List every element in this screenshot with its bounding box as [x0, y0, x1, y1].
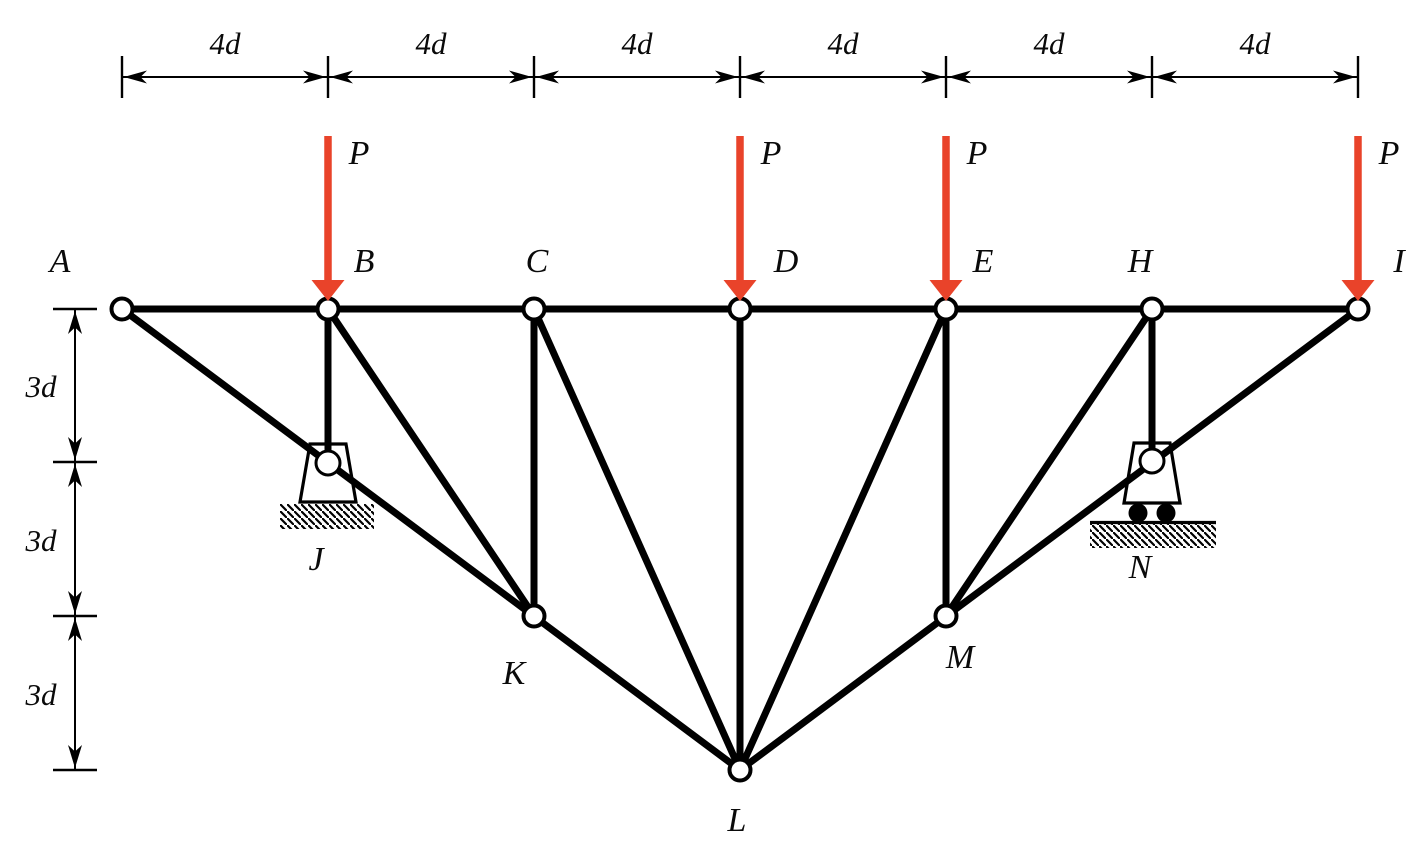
top-dimension: 4d 4d 4d 4d 4d 4d: [120, 26, 1360, 98]
joint-L: [727, 757, 753, 783]
member-diagonal-C-L: [530, 307, 744, 772]
joint-label-B: B: [354, 243, 375, 280]
dimension-label-4d-3: 4d: [828, 26, 860, 61]
joint-A: [109, 296, 135, 322]
load-arrowhead: [1341, 280, 1375, 301]
joint-H: [1139, 296, 1165, 322]
joint-B: [315, 296, 341, 322]
joint-E: [933, 296, 959, 322]
dimension-arrow-right: [921, 70, 944, 84]
dimension-arrow-up: [68, 464, 82, 487]
joint-label-D: D: [773, 243, 799, 280]
joint-label-C: C: [526, 243, 549, 280]
roller-wheel-left: [1128, 503, 1148, 523]
dimension-arrow-left: [330, 70, 353, 84]
load-at-E: P: [929, 135, 988, 301]
load-label-P: P: [348, 135, 370, 172]
dimension-arrow-up: [68, 311, 82, 334]
dimension-arrow-right: [715, 70, 738, 84]
ground-hatch-J: [280, 504, 374, 529]
joint-label-N: N: [1128, 549, 1154, 586]
roller-wheel-right: [1156, 503, 1176, 523]
dimension-arrow-right: [303, 70, 326, 84]
pinned-support-J: [280, 442, 374, 529]
joint-label-M: M: [945, 639, 976, 676]
pin-circle-J: [314, 449, 342, 477]
member-bottom-chord-I-N-M-L: [737, 306, 1361, 773]
dimension-arrow-up: [68, 618, 82, 641]
dimension-label-4d-0: 4d: [210, 26, 242, 61]
pin-circle-N: [1138, 447, 1166, 475]
joint-K: [521, 603, 547, 629]
joint-D: [727, 296, 753, 322]
load-label-P: P: [760, 135, 782, 172]
left-dimension: 3d 3d 3d: [25, 307, 97, 772]
joint-C: [521, 296, 547, 322]
joint-label-A: A: [48, 243, 71, 280]
load-at-B: P: [311, 135, 370, 301]
dimension-arrow-right: [1127, 70, 1150, 84]
joint-M: [933, 603, 959, 629]
dimension-label-3d-2: 3d: [25, 677, 58, 712]
dimension-arrow-down: [68, 745, 82, 768]
dimension-arrow-right: [509, 70, 532, 84]
load-arrows: P P P P: [311, 135, 1400, 301]
member-diagonal-B-K: [325, 307, 537, 618]
dimension-arrow-down: [68, 437, 82, 460]
dimension-arrow-down: [68, 591, 82, 614]
joint-label-E: E: [972, 243, 994, 280]
ground-hatch-N: [1090, 524, 1216, 548]
dimension-label-4d-1: 4d: [416, 26, 448, 61]
load-at-D: P: [723, 135, 782, 301]
dimension-label-3d-1: 3d: [25, 523, 58, 558]
load-label-P: P: [966, 135, 988, 172]
joint-labels: A B C D E H I J K L M N: [48, 243, 1407, 839]
joint-label-H: H: [1127, 243, 1155, 280]
member-bottom-chord-A-J-K-L: [119, 306, 743, 773]
member-diagonal-E-L: [736, 307, 950, 772]
dimension-arrow-left: [948, 70, 971, 84]
load-label-P: P: [1378, 135, 1400, 172]
load-arrowhead: [929, 280, 963, 301]
joint-label-J: J: [308, 541, 325, 578]
member-diagonal-H-M: [943, 307, 1155, 618]
load-arrowhead: [723, 280, 757, 301]
load-at-I: P: [1341, 135, 1400, 301]
dimension-label-3d-0: 3d: [25, 369, 58, 404]
dimension-label-4d-5: 4d: [1240, 26, 1272, 61]
dimension-arrow-left: [124, 70, 147, 84]
dimension-label-4d-4: 4d: [1034, 26, 1066, 61]
dimension-arrow-right: [1333, 70, 1356, 84]
dimension-label-4d-2: 4d: [622, 26, 654, 61]
dimension-arrow-left: [536, 70, 559, 84]
joint-label-L: L: [727, 802, 747, 839]
joint-label-I: I: [1392, 243, 1406, 280]
dimension-arrow-left: [742, 70, 765, 84]
joint-I: [1345, 296, 1371, 322]
load-arrowhead: [311, 280, 345, 301]
joint-label-K: K: [502, 655, 528, 692]
dimension-arrow-left: [1154, 70, 1177, 84]
